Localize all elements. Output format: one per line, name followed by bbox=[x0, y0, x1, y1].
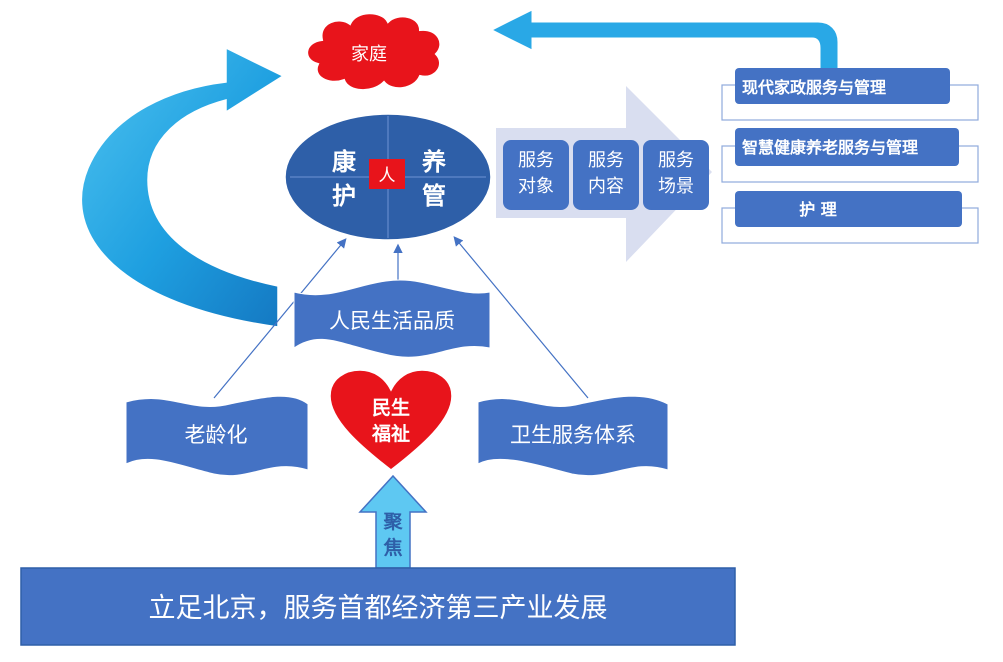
service-scene-line2: 场景 bbox=[658, 176, 694, 197]
curved-arrow-icon bbox=[80, 46, 285, 328]
banner-health-system: 卫生服务体系 bbox=[477, 395, 669, 477]
service-content-line2: 内容 bbox=[588, 176, 624, 197]
focus-line2: 焦 bbox=[382, 536, 402, 559]
banner-quality-label: 人民生活品质 bbox=[329, 309, 455, 333]
service-object-line2: 对象 bbox=[518, 176, 554, 197]
banner-aging: 老龄化 bbox=[125, 395, 309, 477]
feedback-arrow-icon bbox=[490, 9, 839, 75]
heart-icon: 民生 福祉 bbox=[329, 369, 453, 471]
base-banner: 立足北京，服务首都经济第三产业发展 bbox=[20, 567, 736, 646]
major-housekeeping-label: 现代家政服务与管理 bbox=[742, 78, 886, 97]
service-box-scene: 服务 场景 bbox=[643, 140, 709, 210]
core-ellipse: 康 护 养 管 人 bbox=[284, 113, 492, 241]
service-box-content: 服务 内容 bbox=[573, 140, 639, 210]
family-label: 家庭 bbox=[351, 44, 387, 65]
major-elderly-care-label: 智慧健康养老服务与管理 bbox=[742, 138, 918, 157]
service-box-object: 服务 对象 bbox=[503, 140, 569, 210]
up-arrow-icon: 聚 焦 bbox=[358, 474, 428, 569]
service-scene-line1: 服务 bbox=[658, 150, 694, 171]
focus-line1: 聚 bbox=[382, 511, 403, 533]
heart-line2: 福祉 bbox=[371, 422, 410, 445]
major-item-elderly-care: 智慧健康养老服务与管理 bbox=[721, 128, 979, 183]
core-yang: 养 bbox=[421, 148, 446, 176]
major-item-nursing: 护 理 bbox=[721, 191, 979, 244]
major-nursing-label: 护 理 bbox=[799, 200, 837, 219]
cloud-icon: 家庭 bbox=[306, 12, 442, 91]
connector-aging bbox=[213, 238, 347, 399]
heart-line1: 民生 bbox=[372, 396, 410, 419]
core-kang: 康 bbox=[332, 148, 357, 176]
connector-health bbox=[453, 236, 589, 399]
banner-aging-label: 老龄化 bbox=[185, 423, 248, 447]
core-guan: 管 bbox=[422, 182, 446, 210]
major-item-housekeeping: 现代家政服务与管理 bbox=[721, 68, 979, 121]
base-banner-label: 立足北京，服务首都经济第三产业发展 bbox=[149, 593, 608, 624]
core-ren: 人 bbox=[379, 166, 396, 186]
service-object-line1: 服务 bbox=[518, 150, 554, 171]
banner-health-system-label: 卫生服务体系 bbox=[510, 423, 636, 447]
service-content-line1: 服务 bbox=[588, 150, 624, 171]
core-hu: 护 bbox=[332, 182, 356, 210]
banner-quality: 人民生活品质 bbox=[293, 279, 491, 358]
